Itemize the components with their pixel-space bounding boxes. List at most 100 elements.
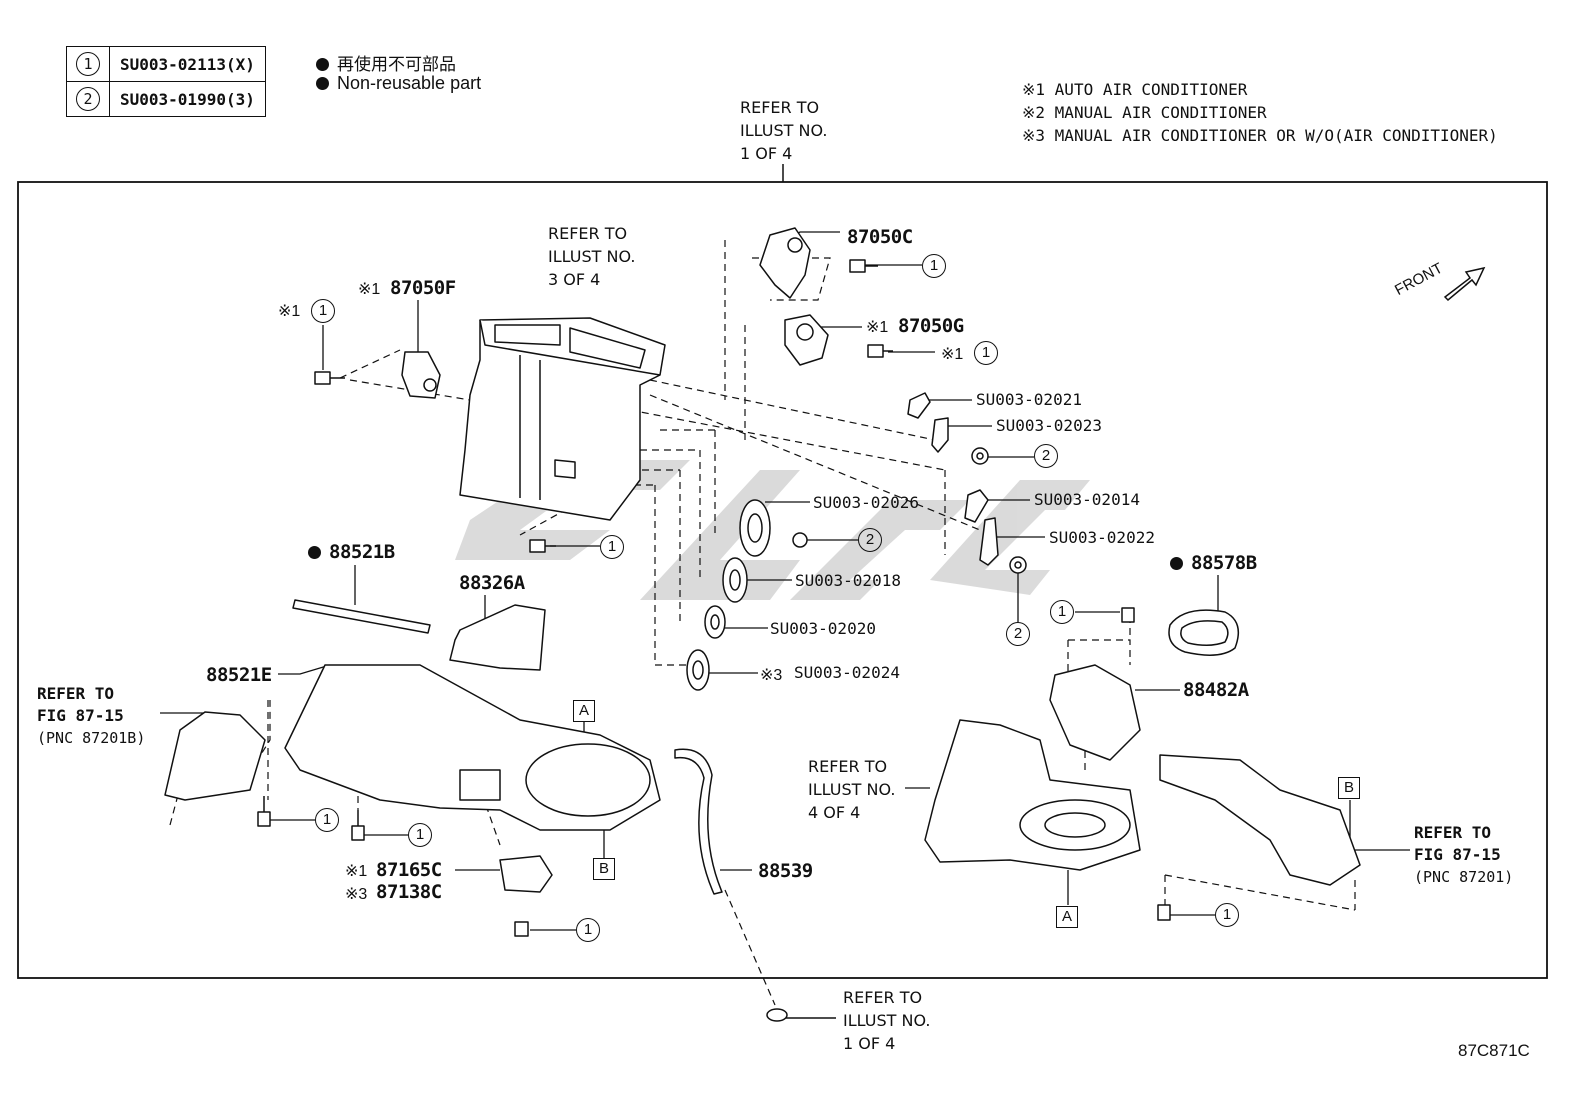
gear-02024 <box>686 649 710 691</box>
bullet-icon <box>308 546 321 559</box>
clip-2 <box>971 447 989 465</box>
part-su003-02023: SU003-02023 <box>996 416 1102 435</box>
hose-88539 <box>674 748 723 895</box>
left-duct <box>164 711 266 801</box>
callout-2: 2 <box>1034 444 1058 468</box>
part-su003-02024: SU003-02024 <box>794 663 900 682</box>
part-87165C: 87165C <box>376 859 442 881</box>
screw <box>514 921 529 937</box>
part-88578B: 88578B <box>1170 552 1257 574</box>
seal-88521B <box>292 599 431 634</box>
screw <box>257 796 271 827</box>
part-su003-02020: SU003-02020 <box>770 619 876 638</box>
duct-88482A <box>1049 664 1141 761</box>
lever-02022 <box>979 517 999 566</box>
legend-code: SU003-01990(3) <box>109 81 266 117</box>
right-duct <box>1159 754 1361 886</box>
legend-note-jp: 再使用不可部品 <box>316 50 456 75</box>
lower-case-88521E <box>284 664 661 831</box>
bullet-icon <box>316 77 329 90</box>
callout-2: 2 <box>858 528 882 552</box>
grommet <box>766 1008 788 1022</box>
part-88521E: 88521E <box>206 664 272 686</box>
bullet-icon <box>316 58 329 71</box>
screw <box>351 810 365 841</box>
part-88521B: 88521B <box>308 541 395 563</box>
part-87138C: 87138C <box>376 881 442 903</box>
part-88326A: 88326A <box>459 572 525 594</box>
part-su003-02026: SU003-02026 <box>813 493 919 512</box>
clip-2 <box>792 532 808 548</box>
screw <box>529 539 556 553</box>
screw <box>867 344 893 358</box>
actuator-87050C <box>759 227 811 299</box>
callout-1: 1 <box>576 918 600 942</box>
blower-housing <box>924 719 1141 871</box>
clip-2 <box>1009 556 1027 574</box>
part-88539: 88539 <box>758 860 813 882</box>
callout-2: 2 <box>1006 622 1030 646</box>
part-su003-02018: SU003-02018 <box>795 571 901 590</box>
mark-1: ※1 <box>358 281 381 298</box>
mark-1: ※1 <box>941 346 964 363</box>
part-su003-02014: SU003-02014 <box>1034 490 1140 509</box>
lever-02021 <box>907 392 931 419</box>
screw <box>849 259 878 273</box>
legend-table: 1 SU003-02113(X) 2 SU003-01990(3) <box>66 46 266 117</box>
mark-3: ※3 <box>345 886 368 903</box>
condition-2: ※2 MANUAL AIR CONDITIONER <box>1022 103 1267 122</box>
gear-02018 <box>722 557 748 603</box>
screw <box>1157 904 1171 921</box>
sensor-87165C <box>499 855 553 893</box>
callout-1: 1 <box>315 808 339 832</box>
part-87050G: 87050G <box>898 315 964 337</box>
lever-02014 <box>964 489 989 523</box>
callout-1: 1 <box>311 299 335 323</box>
gear-02026 <box>739 499 771 557</box>
screw <box>1121 607 1135 623</box>
callout-1: 1 <box>922 254 946 278</box>
legend-code: SU003-02113(X) <box>109 46 266 82</box>
bullet-icon <box>1170 557 1183 570</box>
part-87050F: 87050F <box>390 277 456 299</box>
condition-1: ※1 AUTO AIR CONDITIONER <box>1022 80 1248 99</box>
part-su003-02022: SU003-02022 <box>1049 528 1155 547</box>
ref-box-B: B <box>1338 777 1360 799</box>
callout-1: 1 <box>974 341 998 365</box>
ref-box-A: A <box>573 700 595 722</box>
lever-02023 <box>931 417 949 453</box>
mark-1: ※1 <box>278 303 301 320</box>
ref-box-A: A <box>1056 906 1078 928</box>
condition-3: ※3 MANUAL AIR CONDITIONER OR W/O(AIR CON… <box>1022 126 1498 145</box>
screw <box>314 371 345 385</box>
part-88482A: 88482A <box>1183 679 1249 701</box>
callout-circle: 1 <box>76 52 100 76</box>
mark-1: ※1 <box>866 319 889 336</box>
legend-row: 2 SU003-01990(3) <box>66 81 266 117</box>
callout-1: 1 <box>600 535 624 559</box>
callout-1: 1 <box>408 823 432 847</box>
legend-row: 1 SU003-02113(X) <box>66 46 266 82</box>
callout-1: 1 <box>1050 600 1074 624</box>
gear-02020 <box>704 605 726 639</box>
front-arrow <box>1443 266 1486 302</box>
mark-1: ※1 <box>345 863 368 880</box>
duct-88326A <box>449 604 546 671</box>
actuator-87050F <box>401 351 441 399</box>
ref-box-B: B <box>593 858 615 880</box>
mark-3: ※3 <box>760 667 783 684</box>
figure-code: 87C871C <box>1458 1041 1530 1060</box>
legend-note-en: Non-reusable part <box>316 73 481 94</box>
actuator-87050G <box>784 314 829 366</box>
heater-unit-housing <box>459 317 666 521</box>
callout-1: 1 <box>1215 903 1239 927</box>
part-87050C: 87050C <box>847 226 913 248</box>
part-su003-02021: SU003-02021 <box>976 390 1082 409</box>
